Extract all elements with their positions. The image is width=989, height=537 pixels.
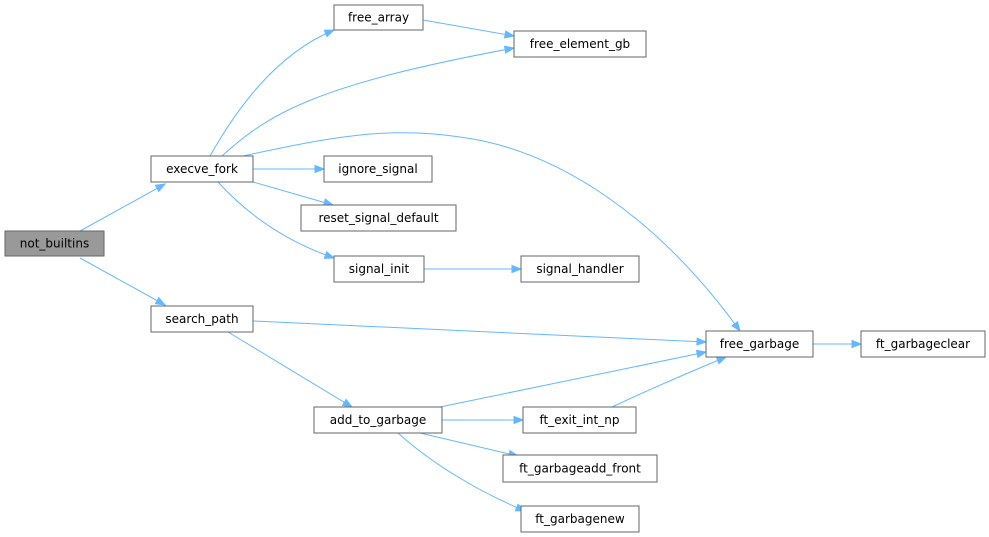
node-label: add_to_garbage xyxy=(330,413,427,427)
node-label: signal_handler xyxy=(536,262,623,276)
edge-execve_fork-to-free_array xyxy=(209,29,336,157)
arrowhead-icon xyxy=(341,398,354,408)
node-search_path[interactable]: search_path xyxy=(150,305,254,333)
edge-add_to_garbage-to-free_garbage xyxy=(439,349,708,408)
edge-line xyxy=(439,351,707,408)
node-ft_garbageclear[interactable]: ft_garbageclear xyxy=(860,330,986,358)
edge-search_path-to-add_to_garbage xyxy=(227,331,354,408)
edge-line xyxy=(209,29,335,157)
node-box xyxy=(502,454,658,483)
arrowhead-icon xyxy=(323,29,336,38)
node-ft_garbagenew[interactable]: ft_garbagenew xyxy=(520,505,640,533)
node-label: ignore_signal xyxy=(338,162,417,176)
arrowhead-icon xyxy=(503,30,516,39)
node-box xyxy=(513,30,647,58)
node-not_builtins[interactable]: not_builtins xyxy=(4,230,105,257)
node-label: free_element_gb xyxy=(530,37,630,51)
edge-line xyxy=(242,132,741,332)
node-label: free_array xyxy=(348,11,409,25)
node-box xyxy=(313,406,443,434)
node-box xyxy=(150,155,254,183)
edge-free_array-to-free_element_gb xyxy=(422,19,516,39)
node-box xyxy=(333,4,424,31)
edge-execve_fork-to-free_element_gb xyxy=(221,45,516,157)
edge-line xyxy=(419,432,519,457)
arrowhead-icon xyxy=(695,349,708,359)
node-signal_handler[interactable]: signal_handler xyxy=(520,255,640,283)
edge-not_builtins-to-search_path xyxy=(79,257,167,306)
node-label: ft_garbagenew xyxy=(535,512,625,526)
arrowhead-icon xyxy=(503,45,516,54)
edge-line xyxy=(221,47,515,157)
node-label: search_path xyxy=(165,312,238,326)
arrowhead-icon xyxy=(511,264,523,274)
arrowhead-icon xyxy=(851,339,863,349)
arrowhead-icon xyxy=(513,415,525,425)
node-box xyxy=(323,155,433,183)
arrowhead-icon xyxy=(731,320,741,333)
node-ignore_signal[interactable]: ignore_signal xyxy=(323,155,433,183)
node-box xyxy=(150,305,254,333)
edge-line xyxy=(252,320,707,343)
node-execve_fork[interactable]: execve_fork xyxy=(150,155,254,183)
edge-ft_exit_int_np-to-free_garbage xyxy=(611,356,728,408)
node-box xyxy=(4,230,105,257)
node-signal_init[interactable]: signal_init xyxy=(333,255,425,283)
arrowhead-icon xyxy=(696,337,708,346)
edge-line xyxy=(79,257,166,306)
node-box xyxy=(860,330,986,358)
edge-free_garbage-to-ft_garbageclear xyxy=(813,339,863,349)
edge-add_to_garbage-to-ft_garbageadd_front xyxy=(419,432,520,458)
arrowhead-icon xyxy=(314,164,326,174)
node-label: execve_fork xyxy=(166,162,238,176)
node-label: reset_signal_default xyxy=(318,211,438,225)
arrowhead-icon xyxy=(154,183,167,193)
edge-line xyxy=(422,19,515,37)
node-box xyxy=(522,406,637,434)
edges-layer xyxy=(79,19,863,512)
arrowhead-icon xyxy=(715,356,728,365)
node-ft_exit_int_np[interactable]: ft_exit_int_np xyxy=(522,406,637,434)
edge-execve_fork-to-ignore_signal xyxy=(253,164,326,174)
node-label: ft_exit_int_np xyxy=(540,413,620,427)
edge-line xyxy=(611,356,727,408)
edge-line xyxy=(79,183,166,232)
edge-line xyxy=(227,331,353,408)
edge-line xyxy=(397,432,526,512)
edge-signal_init-to-signal_handler xyxy=(424,264,523,274)
node-ft_garbageadd_front[interactable]: ft_garbageadd_front xyxy=(502,454,658,483)
node-free_array[interactable]: free_array xyxy=(333,4,424,31)
node-label: signal_init xyxy=(349,262,410,276)
node-label: not_builtins xyxy=(20,237,89,251)
edge-execve_fork-to-reset_signal_default xyxy=(252,181,335,207)
edge-execve_fork-to-free_garbage xyxy=(242,132,741,333)
node-box xyxy=(333,255,425,283)
node-label: ft_garbageclear xyxy=(876,337,970,351)
arrowhead-icon xyxy=(154,296,167,306)
nodes-layer: not_builtins execve_fork search_path free_a… xyxy=(4,4,986,533)
node-free_garbage[interactable]: free_garbage xyxy=(705,330,814,358)
edge-line xyxy=(252,181,334,206)
node-box xyxy=(520,505,640,533)
edge-add_to_garbage-to-ft_exit_int_np xyxy=(442,415,525,425)
edge-line xyxy=(217,181,335,259)
edge-execve_fork-to-signal_init xyxy=(217,181,336,259)
node-box xyxy=(705,330,814,358)
node-free_element_gb[interactable]: free_element_gb xyxy=(513,30,647,58)
node-reset_signal_default[interactable]: reset_signal_default xyxy=(300,204,457,232)
node-label: free_garbage xyxy=(720,337,800,351)
node-label: ft_garbageadd_front xyxy=(519,462,641,476)
arrowhead-icon xyxy=(323,250,336,259)
edge-not_builtins-to-execve_fork xyxy=(79,183,167,232)
edge-search_path-to-free_garbage xyxy=(252,320,708,346)
node-add_to_garbage[interactable]: add_to_garbage xyxy=(313,406,443,434)
node-box xyxy=(520,255,640,283)
node-box xyxy=(300,204,457,232)
